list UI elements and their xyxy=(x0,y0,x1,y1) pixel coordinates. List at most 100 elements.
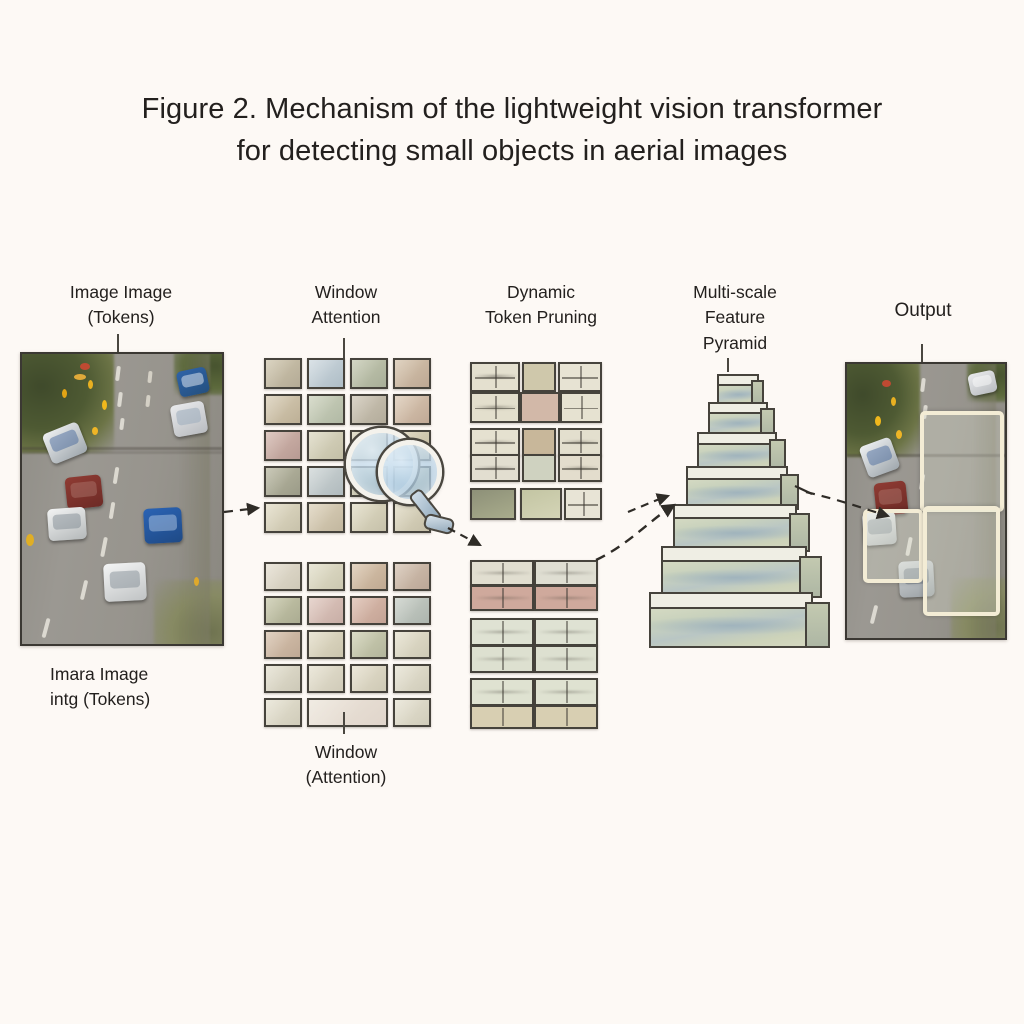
caption-window-bottom-line2: (Attention) xyxy=(305,767,387,788)
token-cell[interactable] xyxy=(307,562,345,591)
caption-fp-line1: Multi-scale xyxy=(693,282,777,302)
pruned-token[interactable] xyxy=(534,560,598,586)
vehicle xyxy=(64,474,104,510)
road-seam-lower xyxy=(22,451,222,455)
pruned-token[interactable] xyxy=(470,705,534,729)
pruned-token[interactable] xyxy=(558,362,602,392)
token-cell[interactable] xyxy=(264,698,302,727)
token-cell[interactable] xyxy=(307,698,388,727)
token-cell[interactable] xyxy=(307,466,345,497)
small-object xyxy=(92,426,98,435)
small-object xyxy=(875,416,882,427)
pruned-token[interactable] xyxy=(522,428,556,456)
pruned-token[interactable] xyxy=(470,678,534,706)
token-cell[interactable] xyxy=(393,394,431,425)
token-cell[interactable] xyxy=(350,630,388,659)
pruned-token[interactable] xyxy=(470,618,534,646)
pruned-token[interactable] xyxy=(470,645,534,673)
token-cell[interactable] xyxy=(307,394,345,425)
token-cell[interactable] xyxy=(307,358,345,389)
pruned-token[interactable] xyxy=(522,362,556,392)
caption-input-line2: (Tokens) xyxy=(87,307,155,328)
token-cell[interactable] xyxy=(264,394,302,425)
road-seam-upper xyxy=(847,454,1005,458)
pyramid-tier-7[interactable] xyxy=(649,592,830,648)
pruned-token[interactable] xyxy=(470,428,520,456)
token-cell[interactable] xyxy=(264,466,302,497)
pyramid-tier-5[interactable] xyxy=(673,504,810,552)
road-shoulder xyxy=(971,364,996,638)
token-cell[interactable] xyxy=(264,596,302,625)
caption-input-bottom-line2: intg (Tokens) xyxy=(50,689,151,710)
token-cell[interactable] xyxy=(350,502,388,533)
road-seam-upper xyxy=(22,446,222,450)
figure-title-line1: Figure 2. Mechanism of the lightweight v… xyxy=(141,93,883,125)
caption-output: Output xyxy=(848,297,998,325)
pruned-token[interactable] xyxy=(560,392,602,423)
pruned-token[interactable] xyxy=(470,454,520,482)
token-cell[interactable] xyxy=(307,630,345,659)
token-cell[interactable] xyxy=(307,502,345,533)
token-cell[interactable] xyxy=(307,664,345,693)
vehicle xyxy=(169,400,209,438)
pruned-token[interactable] xyxy=(534,618,598,646)
pruned-token[interactable] xyxy=(520,488,562,520)
caption-tp-line2: Token Pruning xyxy=(485,307,597,328)
token-cell[interactable] xyxy=(393,562,431,591)
figure-title-line2: for detecting small objects in aerial im… xyxy=(236,135,788,168)
pyramid-tier-4[interactable] xyxy=(686,466,799,510)
token-cell[interactable] xyxy=(264,430,302,461)
token-cell[interactable] xyxy=(393,630,431,659)
token-cell[interactable] xyxy=(393,358,431,389)
pruning-block-top xyxy=(470,362,615,522)
pruned-token[interactable] xyxy=(534,705,598,729)
detection-box[interactable] xyxy=(919,410,1004,512)
pruned-token[interactable] xyxy=(470,488,516,520)
figure-title: Figure 2. Mechanism of the lightweight v… xyxy=(0,88,1024,172)
pruned-token[interactable] xyxy=(534,585,598,611)
vehicle xyxy=(103,561,147,602)
road-shoulder xyxy=(180,354,210,644)
token-cell[interactable] xyxy=(264,562,302,591)
detection-box[interactable] xyxy=(862,509,923,583)
token-cell[interactable] xyxy=(350,562,388,591)
token-cell[interactable] xyxy=(393,698,431,727)
token-cell[interactable] xyxy=(307,596,345,625)
caption-fp-line2: Feature xyxy=(704,307,766,328)
token-cell[interactable] xyxy=(350,358,388,389)
token-cell[interactable] xyxy=(350,596,388,625)
pyramid-tier-2[interactable] xyxy=(708,402,775,438)
small-object xyxy=(895,429,902,439)
token-cell[interactable] xyxy=(264,358,302,389)
token-cell[interactable] xyxy=(393,596,431,625)
pruned-token[interactable] xyxy=(520,392,560,423)
token-cell[interactable] xyxy=(350,664,388,693)
token-cell[interactable] xyxy=(350,394,388,425)
token-cell[interactable] xyxy=(264,664,302,693)
pruned-token[interactable] xyxy=(522,454,556,482)
pyramid-tier-6[interactable] xyxy=(661,546,822,598)
arrow-input-to-window xyxy=(223,502,261,516)
magnifier-grip xyxy=(422,512,456,536)
pruned-token[interactable] xyxy=(534,645,598,673)
pruned-token[interactable] xyxy=(534,678,598,706)
pruned-token[interactable] xyxy=(470,362,520,392)
token-cell[interactable] xyxy=(307,430,345,461)
caption-input-line1: Image Image xyxy=(69,282,173,302)
caption-tp-line1: Dynamic xyxy=(506,282,576,302)
detection-box[interactable] xyxy=(922,506,1001,616)
token-cell[interactable] xyxy=(264,502,302,533)
token-cell[interactable] xyxy=(264,630,302,659)
pyramid-tier-1[interactable] xyxy=(717,374,764,408)
pruned-token[interactable] xyxy=(564,488,602,520)
pruned-token[interactable] xyxy=(558,454,602,482)
pruned-token[interactable] xyxy=(558,428,602,456)
pruned-token[interactable] xyxy=(470,560,534,586)
pruned-token[interactable] xyxy=(470,392,520,423)
token-cell[interactable] xyxy=(393,664,431,693)
pyramid-tier-3[interactable] xyxy=(697,432,786,472)
magnifier-icon xyxy=(346,424,456,544)
road-scene xyxy=(22,354,222,644)
pruned-token[interactable] xyxy=(470,585,534,611)
